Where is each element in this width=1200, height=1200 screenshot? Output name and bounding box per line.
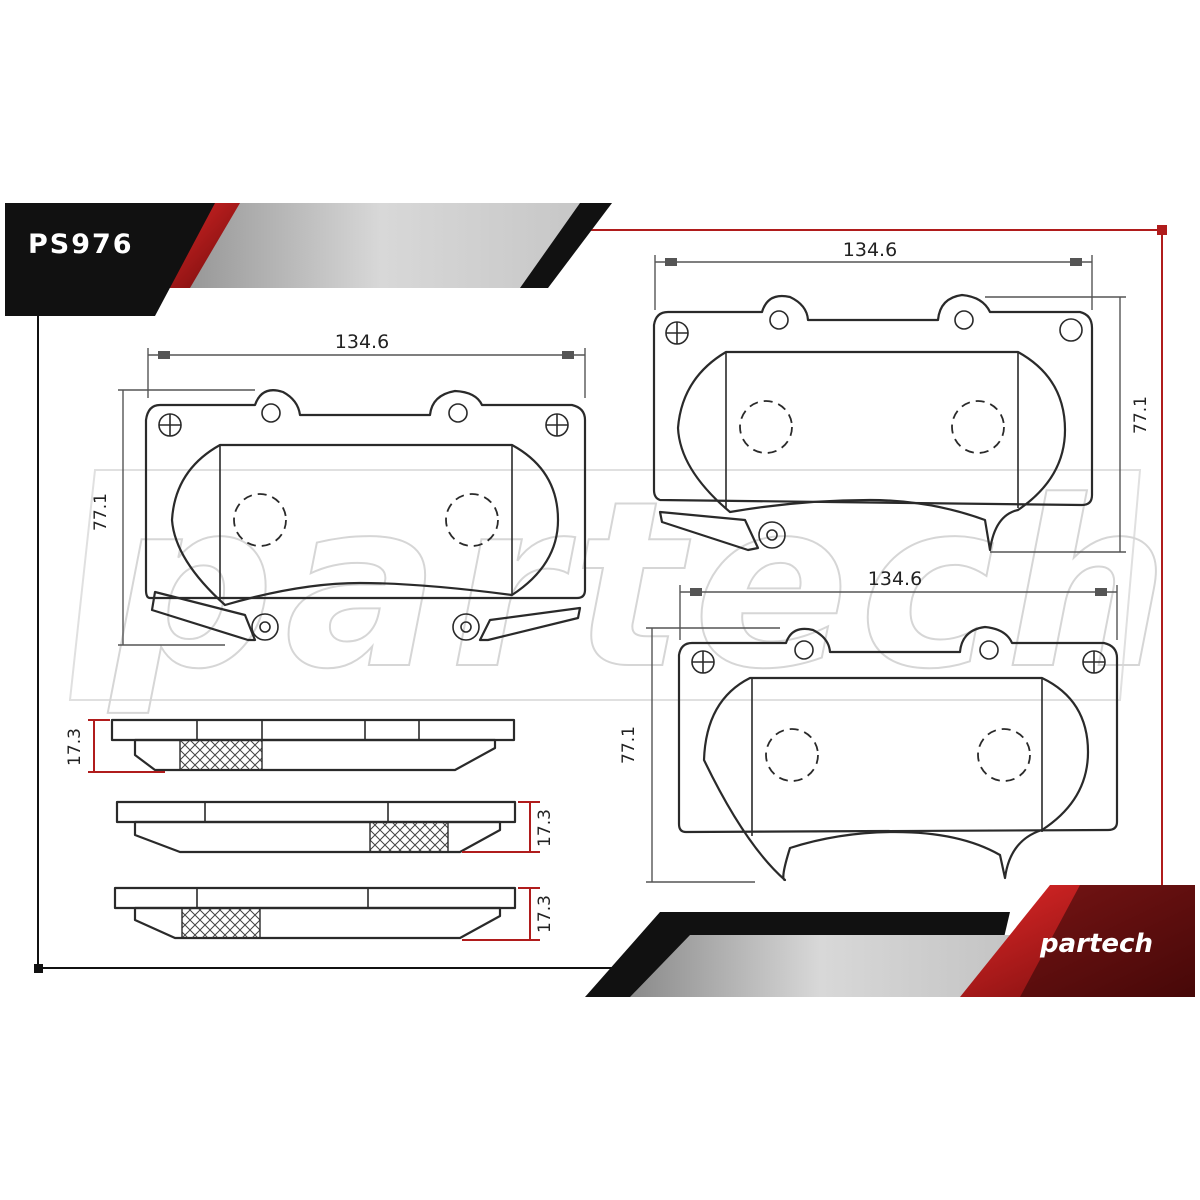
pad2-height-label: 77.1 xyxy=(1131,396,1151,434)
product-code: PS976 xyxy=(28,229,134,260)
pad-front-view-bottom-right: 134.6 77.1 xyxy=(619,568,1119,883)
pad3-width-label: 134.6 xyxy=(868,568,922,590)
frame-corner-marker-red xyxy=(1157,225,1167,235)
brand-logo: partech xyxy=(1039,929,1153,959)
pad-front-view-top-right: 134.6 77.1 xyxy=(652,239,1151,553)
pad3-height-label: 77.1 xyxy=(619,726,639,764)
pad1-height-label: 77.1 xyxy=(91,493,111,531)
pad-side-view-2: 17.3 xyxy=(115,800,555,854)
pad-side-view-1: 17.3 xyxy=(65,718,516,773)
frame-corner-marker xyxy=(34,964,43,973)
side1-thickness-label: 17.3 xyxy=(65,728,85,766)
side3-thickness-label: 17.3 xyxy=(535,895,555,933)
logo-banner: partech xyxy=(585,885,1195,997)
pad-front-view-left: 134.6 77.1 xyxy=(91,331,587,646)
pad2-width-label: 134.6 xyxy=(843,239,897,261)
pad1-width-label: 134.6 xyxy=(335,331,389,353)
watermark-text: partech xyxy=(107,453,1179,720)
side2-thickness-label: 17.3 xyxy=(535,809,555,847)
watermark: partech xyxy=(68,452,1179,721)
pad-side-view-3: 17.3 xyxy=(113,886,555,941)
header-banner: PS976 xyxy=(5,203,612,316)
